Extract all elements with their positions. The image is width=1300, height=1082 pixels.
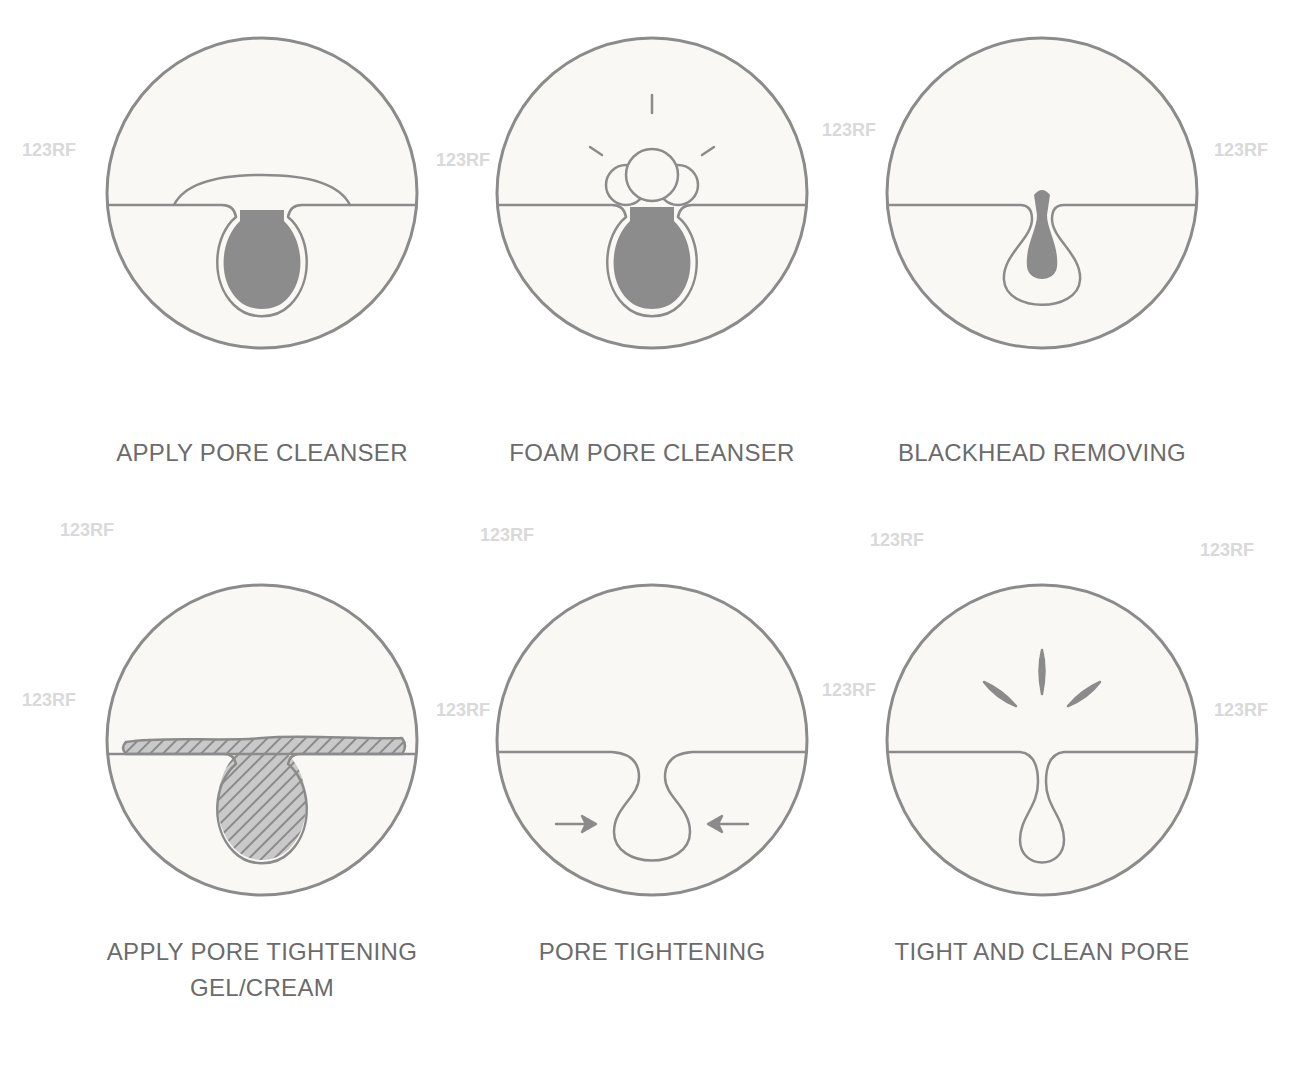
pore-icon — [497, 585, 807, 895]
watermark: 123RF — [436, 700, 490, 721]
watermark: 123RF — [480, 525, 534, 546]
watermark: 123RF — [22, 140, 76, 161]
watermark: 123RF — [822, 680, 876, 701]
pore-icon — [497, 38, 807, 348]
pore-icon — [887, 585, 1197, 895]
watermark: 123RF — [822, 120, 876, 141]
pore-step: BLACKHEAD REMOVING — [842, 35, 1242, 471]
pore-step: APPLY PORE CLEANSER — [62, 35, 462, 471]
watermark: 123RF — [1214, 140, 1268, 161]
step-label: APPLY PORE TIGHTENING GEL/CREAM — [82, 934, 442, 1006]
step-label: FOAM PORE CLEANSER — [472, 435, 832, 471]
pore-step: APPLY PORE TIGHTENING GEL/CREAM — [62, 582, 462, 1006]
watermark: 123RF — [1200, 540, 1254, 561]
watermark: 123RF — [60, 520, 114, 541]
pore-icon — [107, 38, 417, 348]
watermark: 123RF — [1214, 700, 1268, 721]
pore-icon — [107, 585, 417, 895]
pore-step: PORE TIGHTENING — [452, 582, 852, 970]
step-label: BLACKHEAD REMOVING — [862, 435, 1222, 471]
watermark: 123RF — [22, 690, 76, 711]
pore-step: FOAM PORE CLEANSER — [452, 35, 852, 471]
watermark: 123RF — [436, 150, 490, 171]
watermark: 123RF — [870, 530, 924, 551]
step-label: APPLY PORE CLEANSER — [82, 435, 442, 471]
pore-icon — [887, 38, 1197, 348]
step-label: TIGHT AND CLEAN PORE — [862, 934, 1222, 970]
pore-step: TIGHT AND CLEAN PORE — [842, 582, 1242, 970]
step-label: PORE TIGHTENING — [472, 934, 832, 970]
